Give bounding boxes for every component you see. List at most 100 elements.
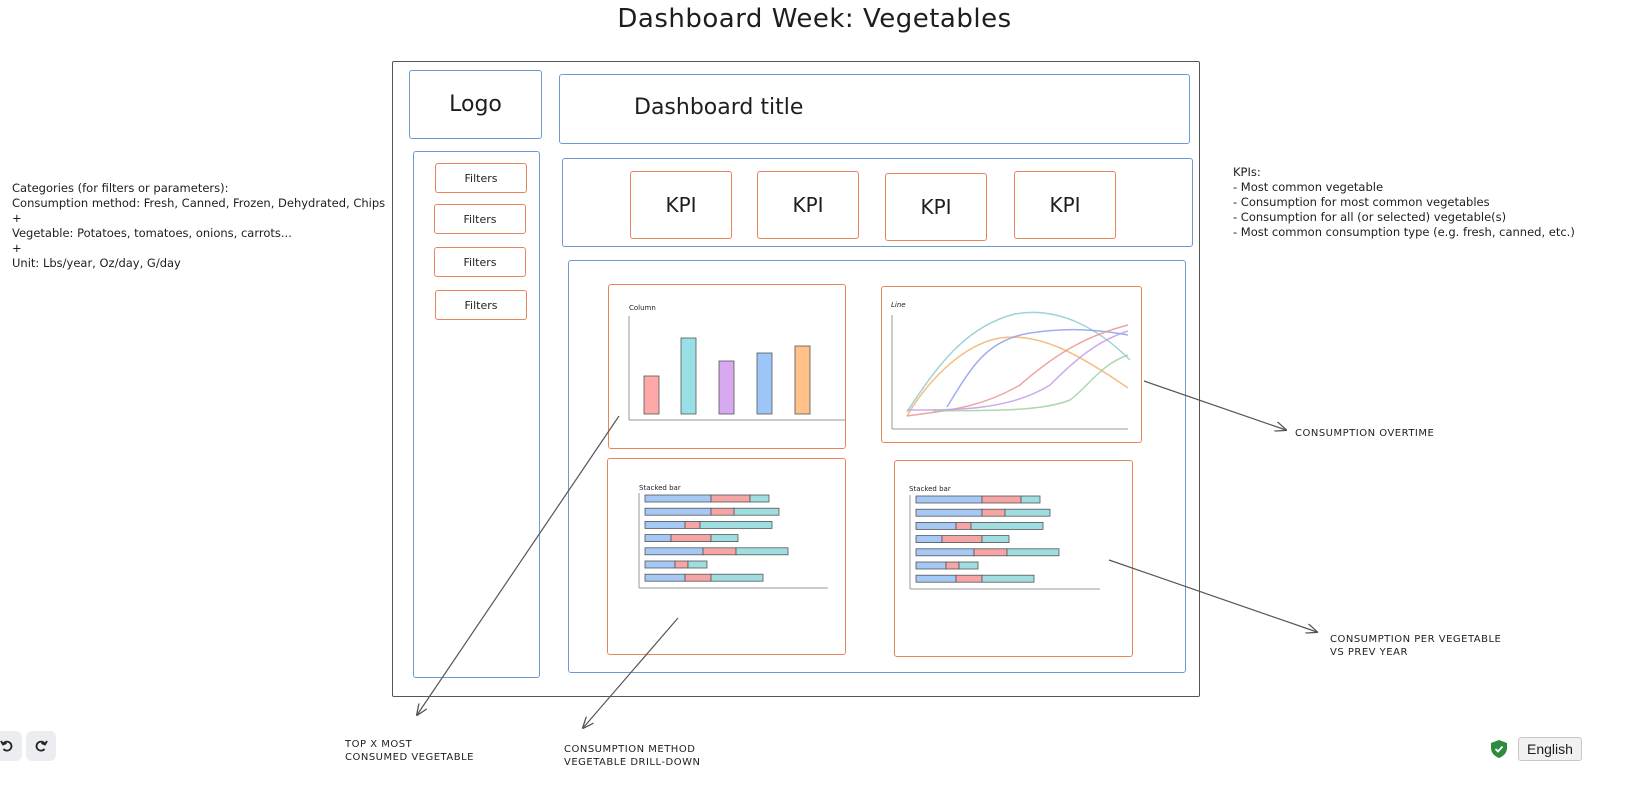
stacked-bar-chart-panel-2: [894, 460, 1133, 657]
stacked-bar-segment: [1004, 508, 1051, 517]
redo-button[interactable]: [26, 731, 56, 761]
arrow-consumption-per-vegetable: [1108, 559, 1317, 632]
stacked-bar-segment: [981, 495, 1022, 504]
column-bar: [794, 345, 811, 415]
filter-label: Filters: [464, 171, 498, 185]
stacked-bar-segment: [644, 573, 686, 582]
stacked-bar-segment: [915, 522, 957, 530]
top-x-note: TOP X MOST CONSUMED VEGETABLE: [345, 739, 474, 763]
stacked-bar-segment: [973, 548, 1008, 557]
stacked-bar-segment: [684, 521, 701, 529]
dashboard-title-label: Dashboard title: [634, 95, 804, 120]
stacked-bar-chart-panel-1: [607, 458, 846, 655]
stacked-bar-segment: [735, 547, 789, 556]
redo-icon: [35, 740, 48, 752]
column-chart-label: Column: [629, 304, 656, 312]
stacked-bar-segment: [981, 574, 1035, 583]
line-series-teal: [906, 311, 1131, 413]
stacked-bar-segment: [749, 494, 770, 503]
stacked-bar-segment: [955, 574, 983, 583]
undo-button[interactable]: [0, 731, 22, 761]
kpis-note: KPIs: - Most common vegetable - Consumpt…: [1233, 165, 1575, 239]
arrow-consumption-method: [583, 617, 679, 728]
shield-check-icon: [1491, 740, 1507, 758]
stacked-bar-segment: [644, 521, 686, 529]
page-title: Dashboard Week: Vegetables: [617, 4, 1012, 34]
stacked-bar-segment: [1020, 495, 1041, 504]
line-series-blue: [946, 328, 1129, 408]
stacked-bar-segment: [644, 547, 704, 556]
stacked-bar-segment: [644, 560, 676, 569]
consumption-per-vegetable-note: CONSUMPTION PER VEGETABLE VS PREV YEAR: [1330, 634, 1502, 658]
stacked-bar-segment: [644, 534, 672, 542]
stacked-bar-segment: [710, 494, 751, 503]
stacked-bar-segment: [915, 508, 983, 517]
filter-box[interactable]: Filters: [435, 290, 527, 320]
column-chart-panel: [608, 284, 846, 449]
stacked-bar-segment: [955, 522, 972, 530]
undo-icon: [0, 740, 13, 752]
filter-label: Filters: [463, 212, 497, 226]
charts-panel: [568, 260, 1186, 673]
stacked-bar-segment: [958, 561, 979, 570]
line-series-red: [906, 324, 1129, 417]
stacked-bar-segment: [733, 507, 780, 516]
logo-label: Logo: [449, 92, 502, 117]
stacked-bar-segment: [981, 535, 1010, 543]
kpi-label: KPI: [792, 193, 824, 217]
categories-note: Categories (for filters or parameters): …: [12, 181, 386, 270]
column-bar: [718, 360, 735, 415]
stacked-bar-segment: [670, 534, 712, 542]
consumption-overtime-note: CONSUMPTION OVERTIME: [1295, 428, 1435, 439]
stacked-bar-segment: [644, 494, 712, 503]
filter-box[interactable]: Filters: [435, 163, 527, 193]
dashboard-title-placeholder: Dashboard title: [559, 74, 1190, 144]
line-chart-panel: [881, 286, 1142, 443]
consumption-method-note: CONSUMPTION METHOD VEGETABLE DRILL-DOWN: [564, 744, 701, 768]
filter-label: Filters: [464, 298, 498, 312]
stacked-bar-segment: [915, 535, 943, 543]
stacked-bar-segment: [915, 561, 947, 570]
line-series-purple: [906, 330, 1129, 411]
stacked-bar-segment: [674, 560, 689, 569]
wireframe-frame: [392, 61, 1200, 697]
logo-placeholder: Logo: [409, 70, 542, 139]
kpi-card: KPI: [757, 171, 859, 239]
line-series-green: [932, 354, 1129, 412]
filter-box[interactable]: Filters: [434, 204, 526, 234]
stacked-bar-segment: [699, 521, 773, 529]
filter-label: Filters: [463, 255, 497, 269]
stacked-bar-segment: [941, 535, 983, 543]
kpi-card: KPI: [885, 173, 987, 241]
stacked-bar-segment: [710, 573, 764, 582]
stacked-bar-segment: [710, 534, 739, 542]
filters-panel: [413, 151, 540, 678]
arrow-top-x: [417, 415, 620, 715]
kpi-card: KPI: [1014, 171, 1116, 239]
column-bar: [643, 375, 660, 415]
stacked-bar-segment: [684, 573, 712, 582]
stacked-bar-segment: [915, 495, 983, 504]
stacked-bar-segment: [702, 547, 737, 556]
stacked-bar-segment: [710, 507, 735, 516]
kpi-label: KPI: [665, 193, 697, 217]
stacked-bar-segment: [945, 561, 960, 570]
arrow-consumption-overtime: [1143, 380, 1286, 430]
language-selector[interactable]: English: [1518, 737, 1582, 761]
stacked-bar-segment: [1006, 548, 1060, 557]
kpi-panel: [562, 158, 1193, 247]
stacked-bar-segment: [981, 508, 1006, 517]
line-chart-label: Line: [891, 301, 906, 309]
column-bar: [680, 337, 697, 415]
kpi-label: KPI: [1049, 193, 1081, 217]
stacked-bar-segment: [915, 548, 975, 557]
stacked-bar-segment: [970, 522, 1044, 530]
filter-box[interactable]: Filters: [434, 247, 526, 277]
line-series-orange: [906, 336, 1129, 417]
stacked-bar-segment: [687, 560, 708, 569]
stacked-bar-chart-label: Stacked bar: [639, 484, 681, 492]
stacked-bar-segment: [644, 507, 712, 516]
kpi-card: KPI: [630, 171, 732, 239]
kpi-label: KPI: [920, 195, 952, 219]
